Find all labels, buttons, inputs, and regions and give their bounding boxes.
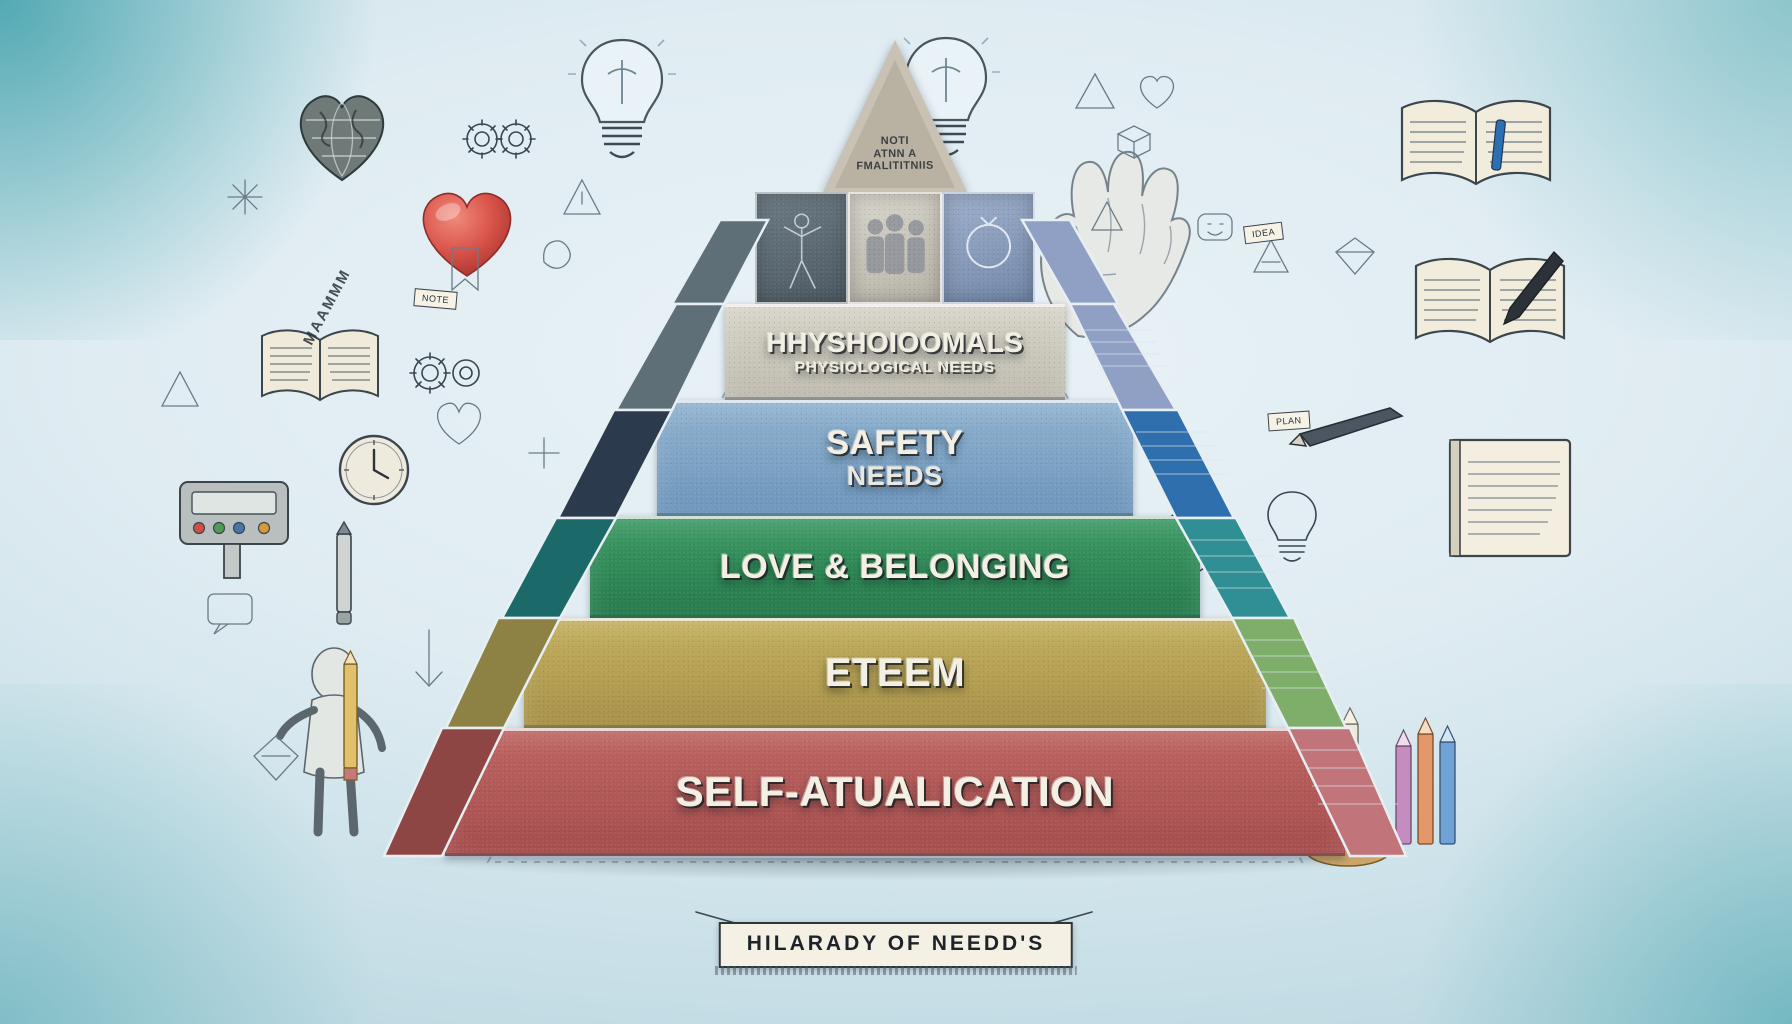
pyramid-apex-inner: [835, 60, 955, 188]
pyramid-base-shadow: [400, 858, 1390, 880]
open-book-icon: [1404, 246, 1576, 358]
caption-banner: HILARADY OF NEEDD'S: [714, 922, 1078, 975]
corner-tint-bottom-right: [1372, 684, 1792, 1024]
tier-physiological-subtitle: PHYSIOLOGICAL NEEDS: [794, 358, 996, 376]
triangle-doodle-icon: [160, 370, 200, 407]
corner-tint-bottom-left: [0, 684, 420, 1024]
tier-self-actualization-label: SELF-ATUALICATION: [675, 767, 1115, 815]
apex-line-3: FMALITITNIIS: [856, 159, 934, 173]
apex-line-2: ATNN A: [873, 147, 917, 160]
tier-physiological-label: HHYSHOIOOMALS PHYSIOLOGICAL NEEDS: [766, 327, 1024, 376]
tier-love-belonging[interactable]: LOVE & BELONGING: [590, 516, 1200, 618]
calculator-icon: [172, 470, 298, 582]
face-panel-left: [755, 192, 849, 304]
figure-icon: [272, 640, 392, 840]
pyramid-apex-label: NOTI ATNN A FMALITITNIIS: [830, 134, 960, 173]
tier-physiological-title: HHYSHOIOOMALS: [766, 327, 1024, 359]
corner-tint-top-left: [0, 0, 420, 340]
stick-figure-icon: [783, 213, 822, 289]
tier-safety-title: SAFETY: [826, 424, 964, 463]
tier-esteem[interactable]: ETEEM: [524, 618, 1266, 728]
pencil-icon: [334, 648, 366, 784]
tier-love-belonging-label: LOVE & BELONGING: [720, 547, 1070, 586]
face-panel-right: [941, 192, 1035, 304]
people-group-icon: [866, 214, 926, 275]
pyramid-side-label: MAAMMM: [300, 266, 355, 348]
notebook-icon: [1440, 432, 1580, 564]
face-panel-center: [848, 192, 942, 304]
tier-safety-subtitle: NEEDS: [846, 460, 944, 491]
speech-doodle-icon: [207, 593, 253, 635]
cycle-arrow-icon: [965, 216, 1011, 269]
apex-line-1: NOTI: [880, 134, 910, 148]
tier-self-actualization[interactable]: SELF-ATUALICATION: [445, 728, 1345, 856]
pencil-icon: [326, 520, 362, 628]
tier-esteem-label: ETEEM: [824, 650, 966, 695]
tier-physiological[interactable]: HHYSHOIOOMALS PHYSIOLOGICAL NEEDS: [725, 304, 1065, 400]
spark-doodle-icon: [227, 179, 263, 215]
tier-safety-label: SAFETY NEEDS: [826, 426, 963, 490]
pyramid-band-faces: [755, 192, 1035, 304]
tier-safety[interactable]: SAFETY NEEDS: [657, 400, 1133, 516]
caption-text: HILARADY OF NEEDD'S: [746, 932, 1046, 955]
diamond-doodle-icon: [253, 735, 299, 781]
open-book-icon: [1392, 90, 1560, 198]
corner-tint-top-right: [1372, 0, 1792, 340]
pyramid-diagram: NOTI ATNN A FMALITITNIIS: [380, 40, 1410, 920]
